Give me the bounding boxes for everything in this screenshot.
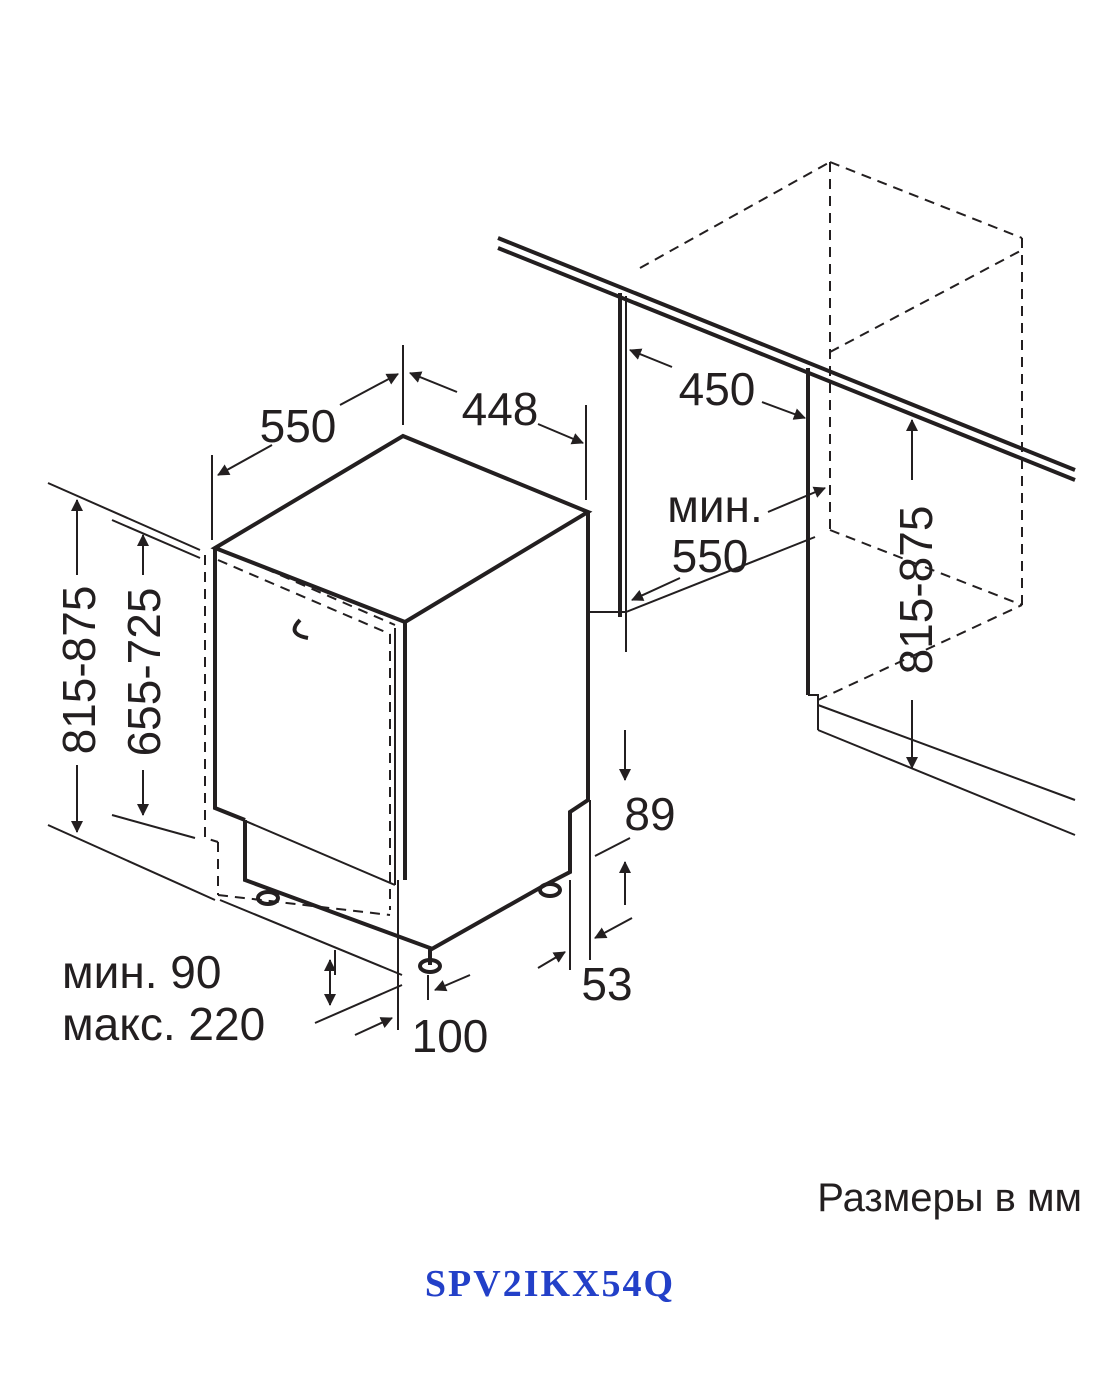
- niche-top-left: [639, 161, 831, 269]
- plinth-height-max-label: макс. 220: [62, 998, 265, 1050]
- plinth-height-min-label: мин. 90: [62, 946, 221, 998]
- cabinet-right-base: [808, 694, 819, 730]
- niche-width-dimension: 450: [629, 348, 806, 420]
- door-panel-top-inner: [217, 559, 391, 635]
- plinth-top-label: 89: [624, 788, 675, 840]
- foot-front-right: [418, 958, 442, 974]
- foot-back-right: [538, 882, 562, 898]
- niche-floor-diagonal: [817, 604, 1023, 701]
- countertop-line-top: [497, 236, 1076, 472]
- door-handle: [292, 618, 309, 640]
- plinth-depth-dimension: 100: [354, 880, 489, 1062]
- niche-floor-back: [829, 529, 1023, 606]
- cabinet-niche: [497, 161, 1076, 836]
- appliance-height-dimension: 815-875: [47, 482, 216, 901]
- niche-mid-line: [829, 249, 1023, 353]
- appliance-side: [429, 512, 590, 952]
- front-height-dimension: 655-725: [111, 519, 201, 839]
- foot-front-left: [256, 890, 280, 906]
- dishwasher-body: [204, 433, 593, 974]
- cabinet-left-base: [590, 611, 627, 652]
- width-label: 448: [462, 383, 539, 435]
- niche-depth-min-label: мин.: [667, 480, 763, 532]
- width-dimension: 448: [409, 371, 587, 500]
- niche-width-label: 450: [679, 363, 756, 415]
- units-caption: Размеры в мм: [817, 1176, 1082, 1220]
- niche-height-dimension: 815-875: [890, 419, 942, 769]
- plinth-height-dimension: мин. 90 макс. 220: [62, 899, 403, 1050]
- front-height-label: 655-725: [118, 588, 170, 757]
- appliance-top: [210, 433, 593, 625]
- niche-top-back: [829, 161, 1023, 239]
- depth-dimension: 550: [211, 345, 404, 540]
- door-panel-bottom: [217, 894, 391, 916]
- appliance-height-label: 815-875: [53, 586, 105, 755]
- plinth-bottom-label: 53: [581, 958, 632, 1010]
- appliance-front-bottom: [214, 807, 396, 886]
- appliance-plinth: [243, 820, 432, 965]
- depth-label: 550: [260, 400, 337, 452]
- cabinet-left-floor: [625, 536, 816, 613]
- model-name: SPV2IKX54Q: [424, 1263, 676, 1305]
- plinth-bottom-dimension: 53: [537, 861, 633, 1010]
- plinth-top-dimension: 89: [589, 730, 676, 960]
- plinth-depth-label: 100: [412, 1010, 489, 1062]
- niche-depth-dimension: мин. 550: [631, 480, 826, 601]
- niche-height-label: 815-875: [890, 506, 942, 675]
- floor-line-upper: [817, 704, 1076, 801]
- countertop-line-bottom: [497, 246, 1076, 482]
- door-panel-top: [217, 547, 396, 626]
- door-panel-left: [204, 555, 219, 843]
- niche-depth-min-value: 550: [672, 530, 749, 582]
- appliance-front-left: [213, 548, 246, 822]
- floor-line-lower: [817, 729, 1076, 836]
